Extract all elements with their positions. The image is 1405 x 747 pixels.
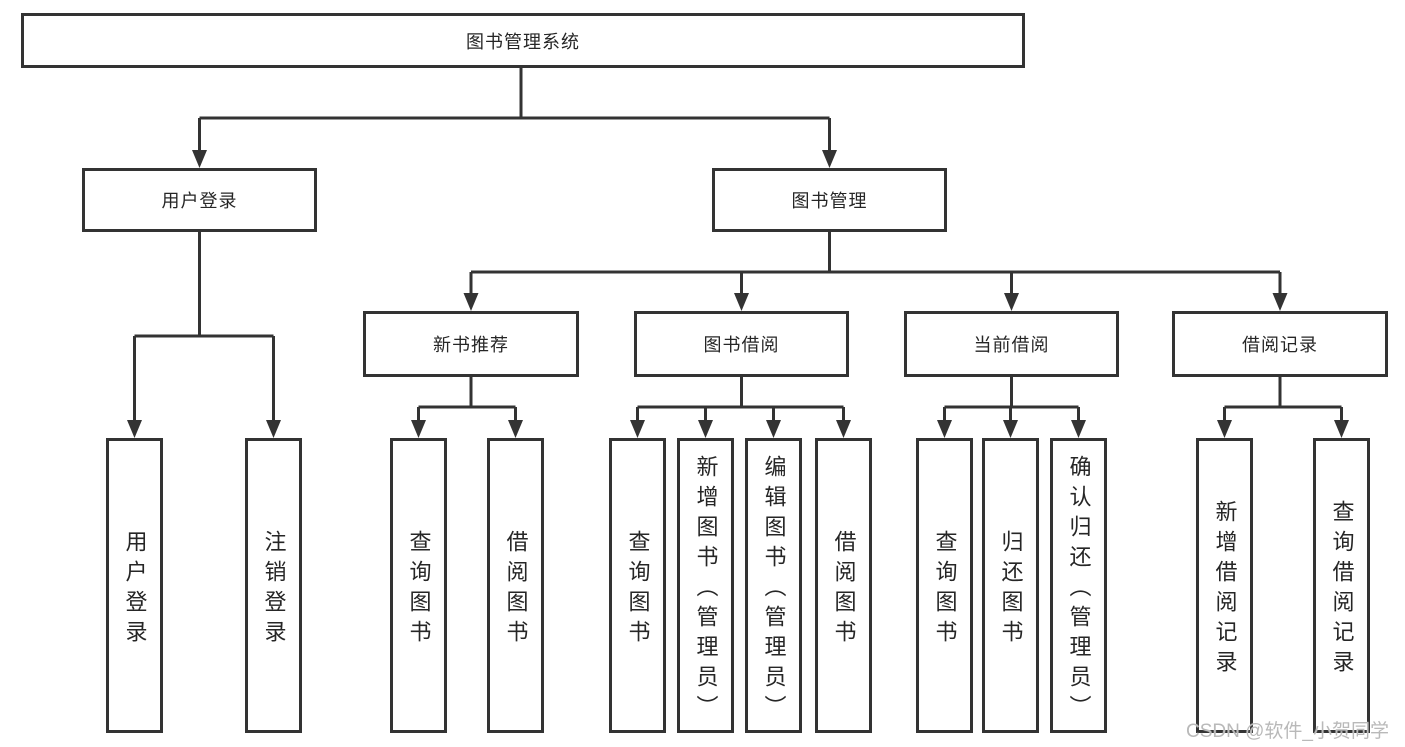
node-borrow-edit-book: 编辑图书（管理员） (745, 438, 802, 733)
edge-book-borrow-to-children (636, 377, 845, 422)
node-record-query: 查询借阅记录 (1313, 438, 1370, 733)
arrowheads-current-borrow-children (937, 420, 1086, 438)
node-book-borrow: 图书借阅 (634, 311, 849, 377)
arrowheads-user-login-children (127, 420, 281, 438)
node-borrow-record: 借阅记录 (1172, 311, 1388, 377)
edge-user-login-to-children (133, 232, 275, 422)
node-logout-leaf: 注销登录 (245, 438, 302, 733)
arrowheads-book-mgmt-children (463, 293, 1288, 311)
node-user-login-leaf: 用户登录 (106, 438, 163, 733)
node-borrow-add-book: 新增图书（管理员） (677, 438, 734, 733)
node-borrow-query-book: 查询图书 (609, 438, 666, 733)
node-book-mgmt: 图书管理 (712, 168, 947, 232)
node-user-login: 用户登录 (82, 168, 317, 232)
arrowheads-book-borrow-children (630, 420, 851, 438)
arrowheads-root-children (192, 150, 837, 168)
node-rec-borrow-book: 借阅图书 (487, 438, 544, 733)
node-current-confirm-return: 确认归还（管理员） (1050, 438, 1107, 733)
edge-borrow-record-to-children (1223, 377, 1343, 422)
edge-new-book-rec-to-children (417, 377, 517, 422)
node-rec-query-book: 查询图书 (390, 438, 447, 733)
node-borrow-borrow-book: 借阅图书 (815, 438, 872, 733)
arrowheads-new-book-rec-children (411, 420, 523, 438)
edge-current-borrow-to-children (943, 377, 1080, 422)
node-current-query-book: 查询图书 (916, 438, 973, 733)
node-current-borrow: 当前借阅 (904, 311, 1119, 377)
node-record-add: 新增借阅记录 (1196, 438, 1253, 733)
node-current-return-book: 归还图书 (982, 438, 1039, 733)
edge-root-to-children (198, 68, 831, 152)
node-root: 图书管理系统 (21, 13, 1025, 68)
node-new-book-rec: 新书推荐 (363, 311, 579, 377)
csdn-watermark: CSDN @软件_小贺同学 (1186, 721, 1389, 742)
arrowheads-borrow-record-children (1217, 420, 1349, 438)
edge-book-mgmt-to-children (469, 232, 1282, 295)
